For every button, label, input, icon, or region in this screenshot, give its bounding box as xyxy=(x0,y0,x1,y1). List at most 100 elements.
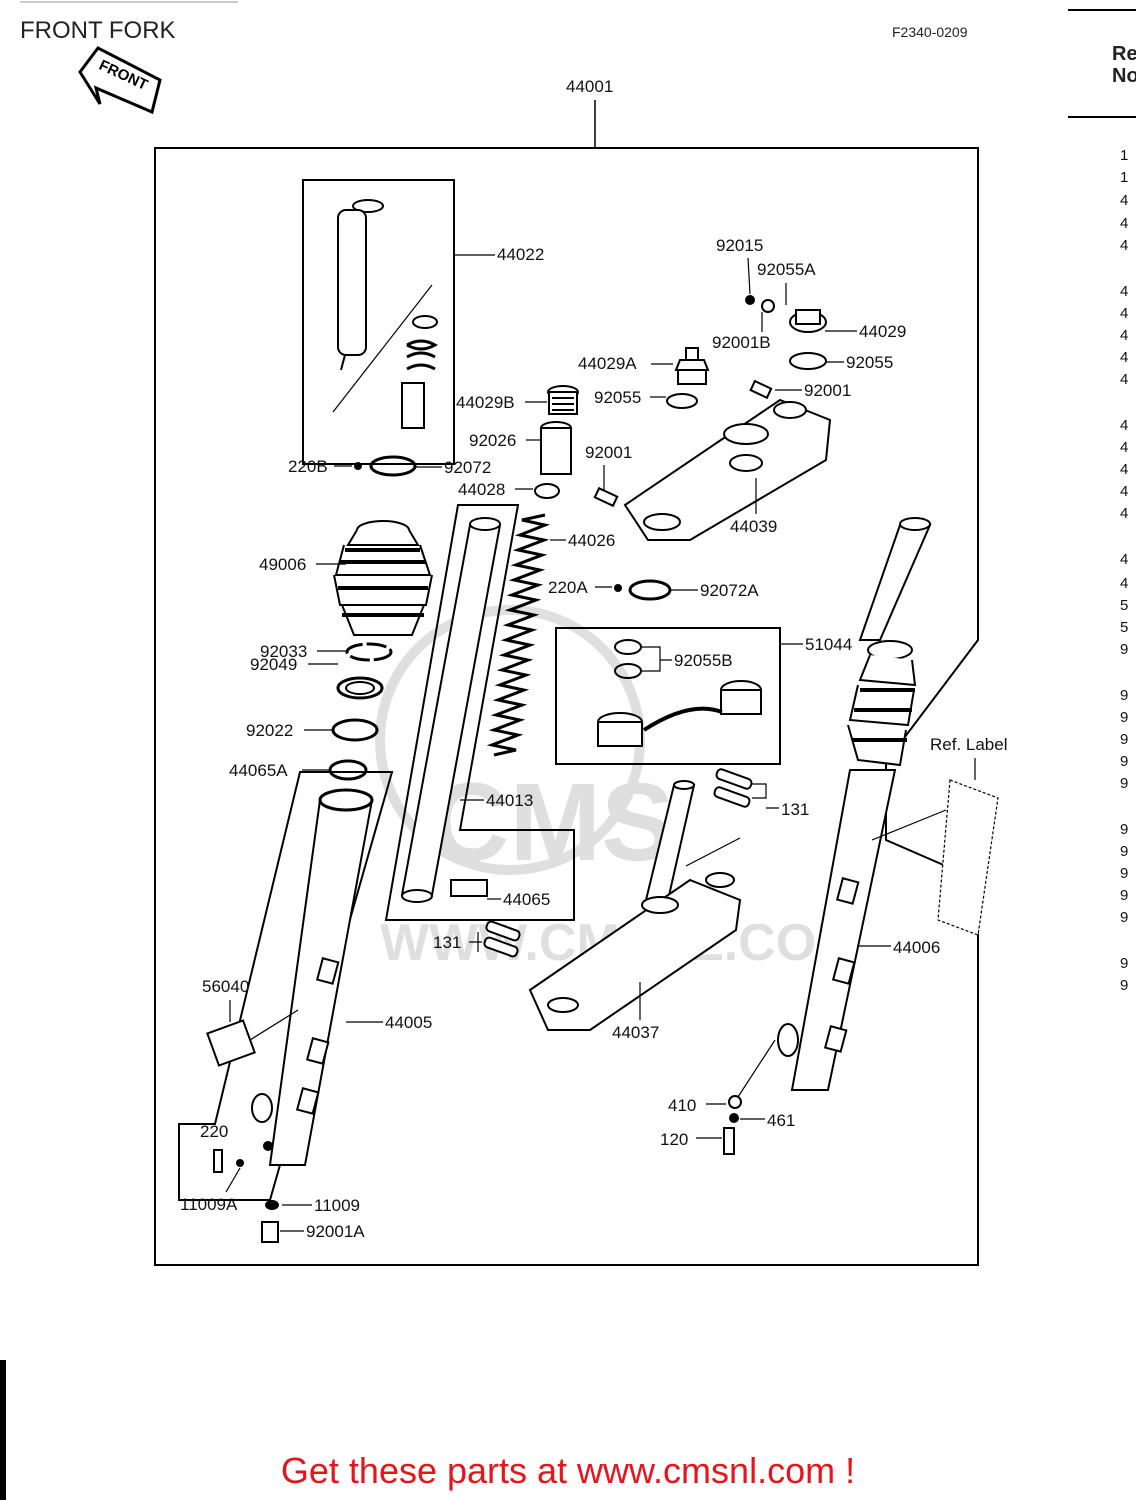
damper-rod-part xyxy=(332,199,439,429)
ref-number: 4 xyxy=(1120,417,1128,434)
ref-number: 9 xyxy=(1120,753,1128,770)
ref-number: 4 xyxy=(1120,551,1128,568)
label-410: 410 xyxy=(668,1096,696,1115)
ref-number: 4 xyxy=(1120,439,1128,456)
ref-number: 9 xyxy=(1120,955,1128,972)
label-44039: 44039 xyxy=(730,517,777,536)
fork-brace-group-box xyxy=(555,627,781,765)
label-51044: 51044 xyxy=(805,635,852,654)
fork-spring-44026 xyxy=(486,513,551,757)
inner-tube-44013 xyxy=(400,517,502,903)
label-44029A: 44029A xyxy=(578,354,637,373)
ref-number: 9 xyxy=(1120,709,1128,726)
ref-number: 9 xyxy=(1120,887,1128,904)
ref-header-2: No xyxy=(1112,65,1136,87)
diagram-code: F2340-0209 xyxy=(892,24,968,40)
label-11009A: 11009A xyxy=(180,1195,238,1214)
ref-number: 4 xyxy=(1120,371,1128,388)
label-44022: 44022 xyxy=(497,245,544,264)
ref-number: 9 xyxy=(1120,977,1128,994)
label-220A: 220A xyxy=(548,578,588,597)
label-44065: 44065 xyxy=(503,890,550,909)
ref-number: 4 xyxy=(1120,283,1128,300)
fork-boot-49006 xyxy=(333,520,433,636)
ref-number: 4 xyxy=(1120,483,1128,500)
fork-cap-44029A xyxy=(674,347,710,385)
label-44065A: 44065A xyxy=(229,761,288,780)
ref-number: 9 xyxy=(1120,731,1128,748)
ref-number: 9 xyxy=(1120,909,1128,926)
label-92055B: 92055B xyxy=(674,651,733,670)
ref-header-1: Re xyxy=(1112,43,1136,65)
label-44037: 44037 xyxy=(612,1023,659,1042)
label-56040: 56040 xyxy=(202,977,249,996)
label-120: 120 xyxy=(660,1130,688,1149)
diagram-title: FRONT FORK xyxy=(20,17,176,44)
ref-number: 9 xyxy=(1120,865,1128,882)
label-92001A: 92001A xyxy=(306,1222,365,1241)
ref-number: 9 xyxy=(1120,821,1128,838)
upper-triple-clamp-44039 xyxy=(623,398,832,541)
assembly-outline xyxy=(154,147,979,1266)
label-131-lower: 131 xyxy=(433,933,461,952)
ref-number: 4 xyxy=(1120,327,1128,344)
label-44013: 44013 xyxy=(486,791,533,810)
label-44005: 44005 xyxy=(385,1013,432,1032)
label-44026: 44026 xyxy=(568,531,615,550)
warning-label-56040 xyxy=(206,1019,256,1067)
bracket-131-upper xyxy=(713,768,753,808)
ref-number: 4 xyxy=(1120,461,1128,478)
ref-number: 1 xyxy=(1120,169,1128,186)
label-ref-label: Ref. Label xyxy=(930,735,1008,754)
ref-number: 1 xyxy=(1120,147,1128,164)
adjuster-44029B xyxy=(547,385,579,415)
label-44029: 44029 xyxy=(859,322,906,341)
label-92001B: 92001B xyxy=(712,333,771,352)
label-44001: 44001 xyxy=(566,77,613,96)
label-92001-clamp: 92001 xyxy=(585,443,632,462)
front-arrow-badge: FRONT xyxy=(78,46,162,115)
label-44029B: 44029B xyxy=(456,393,515,412)
cartridge-group-box xyxy=(302,179,455,465)
ref-number: 9 xyxy=(1120,687,1128,704)
label-92055A: 92055A xyxy=(757,260,816,279)
label-92072A: 92072A xyxy=(700,581,759,600)
fork-brace-part xyxy=(597,680,762,747)
ref-number: 4 xyxy=(1120,505,1128,522)
label-92033: 92033 xyxy=(260,642,307,661)
ref-number: 9 xyxy=(1120,775,1128,792)
label-92049: 92049 xyxy=(250,655,297,674)
ref-number: 4 xyxy=(1120,575,1128,592)
ref-number: 4 xyxy=(1120,237,1128,254)
label-44028: 44028 xyxy=(458,480,505,499)
label-92055-right: 92055 xyxy=(846,353,893,372)
ref-number: 5 xyxy=(1120,597,1128,614)
inner-tube-group-box xyxy=(384,504,575,921)
label-461: 461 xyxy=(767,1111,795,1130)
label-92072: 92072 xyxy=(444,458,491,477)
promo-text[interactable]: Get these parts at www.cmsnl.com ! xyxy=(280,1450,856,1491)
label-92026: 92026 xyxy=(469,431,516,450)
label-131-upper: 131 xyxy=(781,800,809,819)
label-92015: 92015 xyxy=(716,236,763,255)
label-92022: 92022 xyxy=(246,721,293,740)
ref-label-sticker xyxy=(937,779,999,936)
svg-text:CMS: CMS xyxy=(430,761,674,884)
label-220: 220 xyxy=(200,1122,228,1141)
ref-number: 5 xyxy=(1120,619,1128,636)
label-220B: 220B xyxy=(288,457,328,476)
label-92055-left: 92055 xyxy=(594,388,641,407)
label-11009: 11009 xyxy=(314,1196,360,1215)
label-44006: 44006 xyxy=(893,938,940,957)
ref-number: 9 xyxy=(1120,641,1128,658)
left-outer-tube-group-box xyxy=(178,771,394,1201)
bracket-131-lower xyxy=(483,920,521,958)
ref-number: 4 xyxy=(1120,349,1128,366)
left-outer-tube-44005 xyxy=(251,788,374,1166)
right-fork-leg-44006 xyxy=(777,517,932,1091)
ref-number: 4 xyxy=(1120,305,1128,322)
ref-number: 4 xyxy=(1120,215,1128,232)
fork-cap-44029 xyxy=(789,309,827,333)
